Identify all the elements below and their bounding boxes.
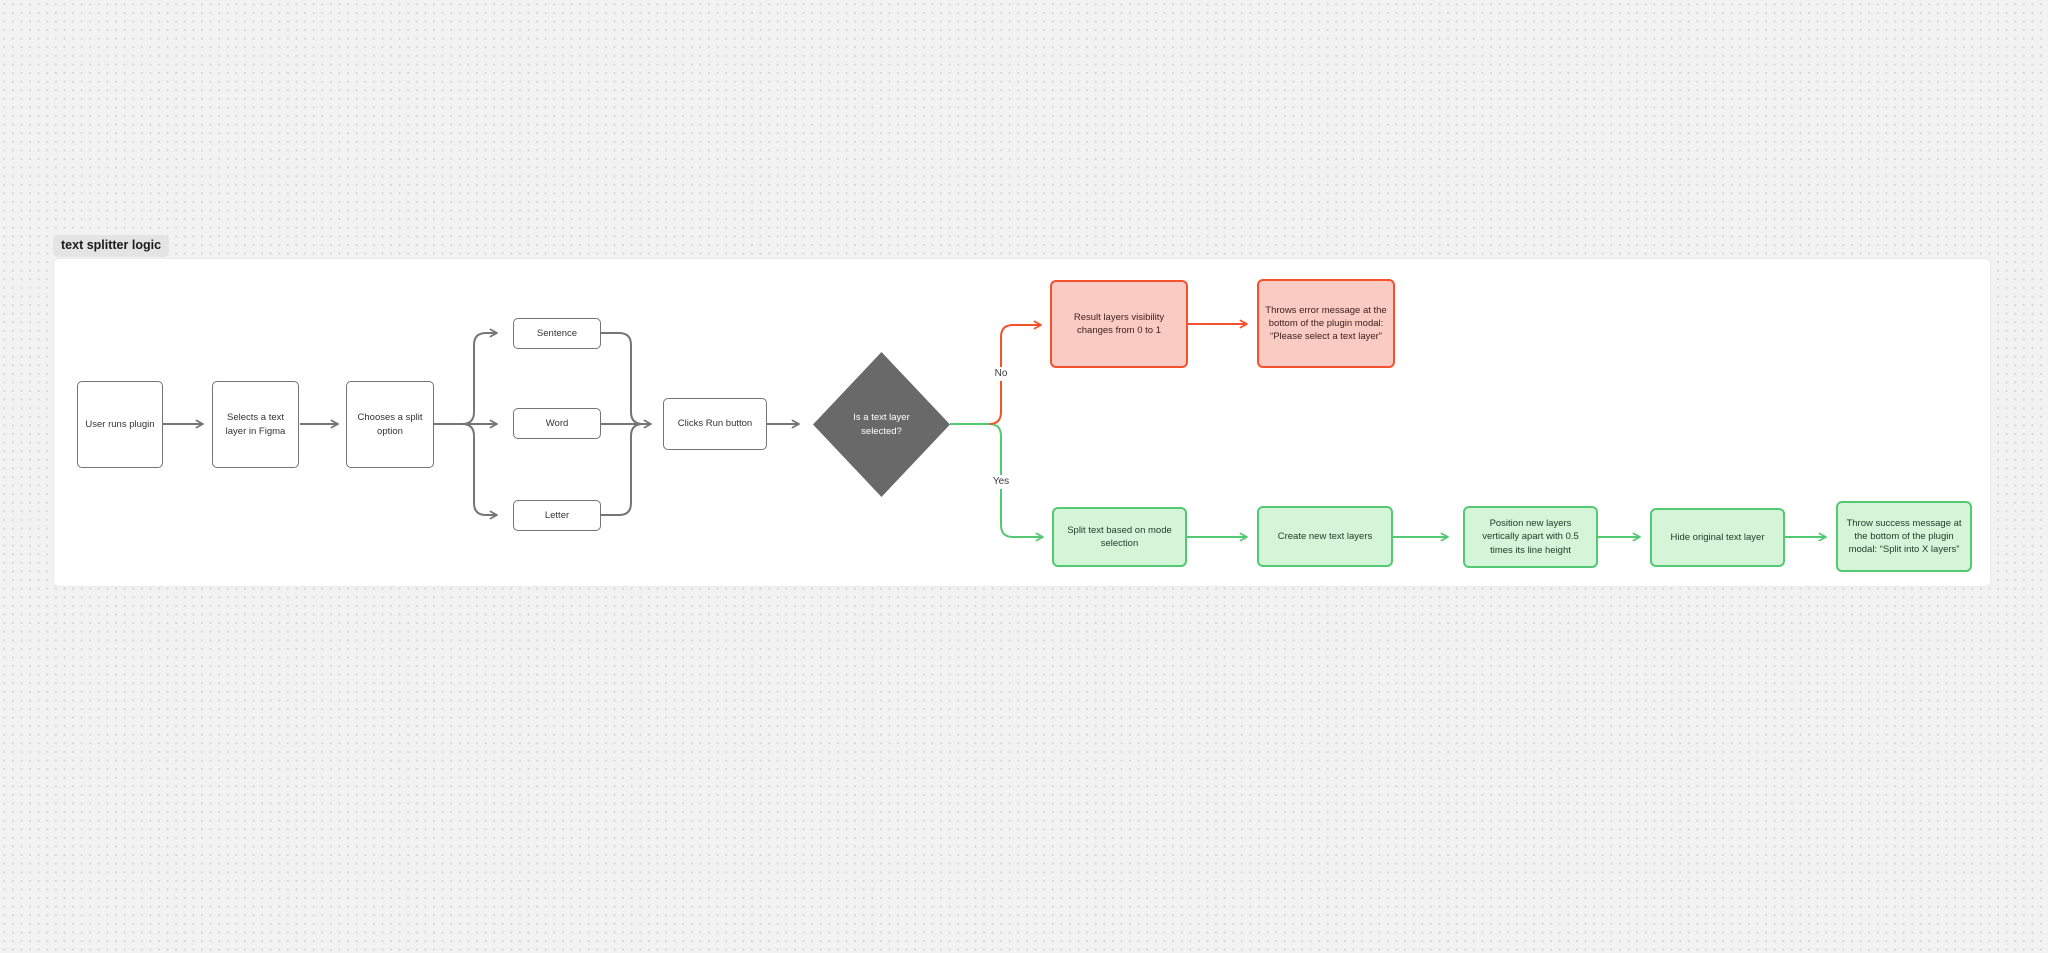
node-label: User runs plugin [85, 418, 155, 430]
node-label: Clicks Run button [677, 418, 753, 430]
node-label: Hide original text layer [1670, 531, 1765, 543]
connector-choose-to-letter[interactable] [434, 423, 498, 520]
node-result-visibility-changes[interactable]: Result layers visibility changes from 0 … [1050, 280, 1188, 368]
node-selects-text-layer[interactable]: Selects a text layer in Figma [212, 381, 299, 468]
node-label: Create new text layers [1277, 530, 1373, 542]
node-label: Position new layers vertically apart wit… [1482, 518, 1579, 556]
edge-label-no[interactable]: No [991, 367, 1011, 381]
node-mode-sentence[interactable]: Sentence [513, 318, 601, 349]
node-label: Throw success message at the bottom of t… [1846, 517, 1962, 556]
node-create-new-text-layers[interactable]: Create new text layers [1257, 506, 1393, 567]
node-label: Split text based on mode selection [1067, 524, 1172, 549]
connector-choose-to-sentence[interactable] [434, 328, 498, 425]
node-chooses-split-option[interactable]: Chooses a split option [346, 381, 434, 468]
node-split-text-by-mode[interactable]: Split text based on mode selection [1052, 507, 1187, 567]
node-label: Is a text layer selected? [853, 412, 910, 437]
node-label: Chooses a split option [357, 412, 423, 437]
node-throws-error-message[interactable]: Throws error message at the bottom of th… [1257, 279, 1395, 368]
node-mode-letter[interactable]: Letter [513, 500, 601, 531]
node-label: Selects a text layer in Figma [225, 412, 286, 437]
node-label: Throws error message at the bottom of th… [1265, 304, 1387, 343]
edge-label-yes[interactable]: Yes [989, 475, 1013, 489]
node-label: Sentence [536, 327, 578, 339]
node-clicks-run-button[interactable]: Clicks Run button [663, 398, 767, 450]
connector-sentence-to-run[interactable] [601, 332, 646, 425]
node-user-runs-plugin[interactable]: User runs plugin [77, 381, 163, 468]
node-label: Result layers visibility changes from 0 … [1073, 311, 1165, 336]
section-title[interactable]: text splitter logic [53, 235, 170, 257]
node-throw-success-message[interactable]: Throw success message at the bottom of t… [1836, 501, 1972, 572]
node-label: Letter [544, 509, 570, 521]
connector-decision-no[interactable] [988, 320, 1042, 425]
node-hide-original-layer[interactable]: Hide original text layer [1650, 508, 1785, 567]
node-mode-word[interactable]: Word [513, 408, 601, 439]
node-label: Word [545, 417, 569, 429]
connector-letter-to-run[interactable] [601, 423, 646, 516]
node-position-new-layers[interactable]: Position new layers vertically apart wit… [1463, 506, 1598, 568]
